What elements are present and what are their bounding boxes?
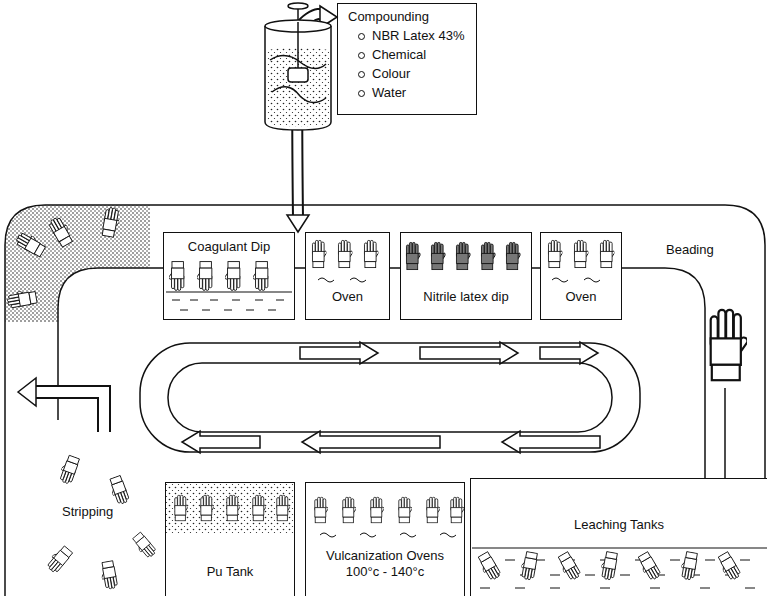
conveyor-track <box>5 205 765 596</box>
glove-former <box>15 229 48 257</box>
station-grounds <box>163 232 622 320</box>
pu-liquid <box>166 483 294 533</box>
bullet-mark <box>358 33 365 40</box>
ingredient-item: NBR Latex 43% <box>358 28 467 44</box>
glove-former <box>548 240 563 267</box>
glove-former <box>574 240 589 267</box>
ingredient-item: Water <box>358 85 408 101</box>
heat-wave <box>318 278 334 282</box>
ingredient-item: Colour <box>358 66 412 82</box>
glove-former <box>475 551 501 582</box>
stage-label: Stripping <box>60 504 115 519</box>
station-label: Oven <box>563 289 598 305</box>
stage-label: Beading <box>664 242 716 257</box>
beading-glove <box>711 310 749 478</box>
glove-formers <box>6 207 741 590</box>
glove-former <box>277 495 291 521</box>
glove-former <box>481 242 496 269</box>
station-label: Compounding <box>346 9 431 25</box>
glove-former <box>600 240 615 267</box>
glove-former <box>48 215 76 248</box>
heat-wave <box>320 533 336 537</box>
station-label: Nitrile latex dip <box>421 289 510 305</box>
heat-wave <box>552 278 568 282</box>
ingredient-text: Chemical <box>370 47 428 63</box>
glove-former <box>168 262 184 291</box>
glove-former <box>253 495 267 521</box>
glove-former <box>519 551 538 580</box>
glove-former <box>338 240 353 267</box>
heat-wave <box>440 533 456 537</box>
glove-former <box>99 561 118 590</box>
glove-former <box>107 475 130 506</box>
glove-former <box>431 242 446 269</box>
leaching-water <box>472 548 767 588</box>
station-label: Oven <box>330 289 365 305</box>
heat-wave <box>360 533 376 537</box>
heat-wave <box>584 278 600 282</box>
glove-former <box>715 551 741 582</box>
glove-former <box>224 262 240 291</box>
process-station: Vulcanization Ovens100°c - 140°c <box>305 482 465 596</box>
ingredient-text: Water <box>370 85 408 101</box>
glove-former <box>456 242 471 269</box>
compounding-mixer <box>265 3 331 130</box>
bullet-mark <box>358 52 365 59</box>
process-station: Oven <box>305 232 390 320</box>
glove-former <box>406 242 421 269</box>
station-label: Coagulant Dip <box>186 239 272 255</box>
ingredient-item: Chemical <box>358 47 428 63</box>
process-station: Nitrile latex dip <box>400 232 532 320</box>
ingredient-text: Colour <box>370 66 412 82</box>
glove-former <box>196 262 212 291</box>
stripping-corner <box>5 205 150 322</box>
glove-former <box>252 262 268 291</box>
heat-wave <box>350 278 366 282</box>
glove-former <box>506 242 521 269</box>
arrow-head <box>287 215 309 232</box>
glove-former <box>364 240 379 267</box>
glove-former <box>315 497 329 523</box>
stage-label-holder: Beading <box>664 240 716 258</box>
station-label: 100°c - 140°c <box>344 564 426 580</box>
glove-former <box>6 288 37 308</box>
ingredient-box: CompoundingNBR Latex 43% ChemicalColourWa… <box>337 3 477 115</box>
glove-former <box>451 497 465 523</box>
coagulant-liquid <box>164 292 294 319</box>
process-station: Pu Tank <box>165 482 295 596</box>
glove-former <box>427 497 441 523</box>
bullet-mark <box>358 90 365 97</box>
glove-former <box>44 544 73 574</box>
glove-former <box>635 551 661 582</box>
glove-former <box>227 495 241 521</box>
ingredient-text: NBR Latex 43% <box>370 28 467 44</box>
stage-label-holder: Stripping <box>60 502 115 520</box>
glove-former <box>555 551 581 582</box>
process-station: Oven <box>540 232 622 320</box>
glove-former <box>175 495 189 521</box>
stripping-arrow <box>18 378 104 432</box>
station-label: Vulcanization Ovens <box>324 548 446 564</box>
station-label: Pu Tank <box>205 564 256 580</box>
glove-former <box>201 495 215 521</box>
process-station: Leaching Tanks <box>470 478 767 596</box>
glove-former <box>399 497 413 523</box>
glove-former <box>57 454 80 485</box>
bullet-mark <box>358 71 365 78</box>
glove-former <box>599 551 618 580</box>
glove-former <box>130 532 157 560</box>
heat-waves <box>318 278 600 537</box>
loop-arrows <box>140 342 640 453</box>
heat-wave <box>400 533 416 537</box>
glove-former <box>343 497 357 523</box>
glove-former <box>312 240 327 267</box>
station-label: Leaching Tanks <box>572 517 666 533</box>
glove-former <box>371 497 385 523</box>
glove-former <box>679 551 698 580</box>
process-station: Coagulant Dip <box>163 232 295 320</box>
glove-former <box>102 207 122 238</box>
